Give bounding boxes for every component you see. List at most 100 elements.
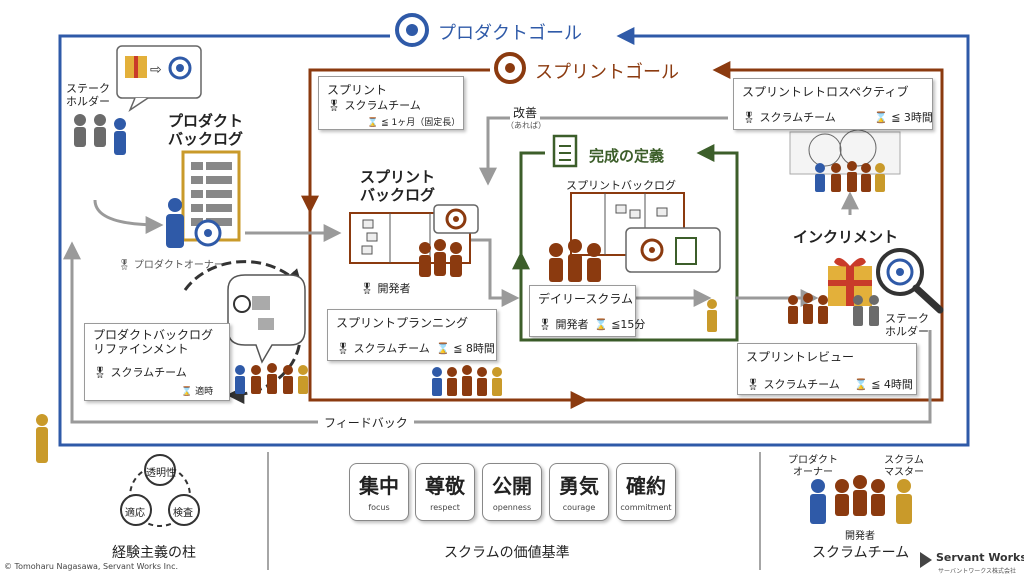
developers-caption-text: 開発者 [377,282,411,295]
team-badge-icon: 🎖 [93,366,107,379]
retrospective-box: スプリントレトロスペクティブ 🎖 スクラムチーム ⌛ ≦ 3時間 [733,78,933,130]
team-caption: スクラムチーム [812,545,910,561]
sprint-review-box: スプリントレビュー 🎖 スクラムチーム ⌛ ≦ 4時間 [737,343,917,395]
pillar-adaptation: 適応 [125,508,145,519]
sprint-box-title: スプリント [327,83,388,97]
developers-caption: 🎖 開発者 [360,280,410,296]
team-po-label: プロダクト オーナー [788,455,838,478]
pillar-transparency: 透明性 [146,468,176,479]
value-kanji: 確約 [626,474,666,498]
sprint-box-duration: ⌛ ≦ 1ヶ月（固定長） [367,115,460,128]
refinement-title: プロダクトバックログ リファインメント [93,328,214,356]
stakeholders-top-label: ステーク ホルダー [66,82,110,108]
daily-scrum-bubble [625,227,721,273]
feedback-label: フィードバック [318,414,414,431]
team-dev-label: 開発者 [845,531,875,542]
sprint-goal-target-icon [494,52,526,84]
value-card-openness: 公開 openness [482,463,542,521]
sprint-box-team: 🎖 スクラムチーム [327,97,421,113]
team-badge-icon: 🎖 [336,342,350,355]
values-caption: スクラムの価値基準 [444,545,570,561]
owner-badge-icon: 🎖 [118,260,131,271]
value-card-focus: 集中 focus [349,463,409,521]
stakeholder-speech-bubble: ⇨ [116,45,202,112]
dev-badge-icon: 🎖 [360,282,374,295]
svg-text:⇨: ⇨ [150,62,162,78]
retrospective-duration: ⌛ ≦ 3時間 [874,109,933,125]
servant-works-logo-mark [920,552,932,568]
definition-of-done-frame [512,144,739,342]
retrospective-team: 🎖 スクラムチーム [742,109,836,125]
product-goal-target-icon [395,13,429,47]
refinement-speech-bubble [227,274,306,364]
refinement-team-text: スクラムチーム [110,366,187,379]
improvement-label: 改善 [510,104,541,121]
retrospective-team-text: スクラムチーム [759,111,836,124]
review-duration: ⌛ ≦ 4時間 [854,376,913,392]
done-checklist-icon [552,134,578,168]
refinement-duration: ⌛ 適時 [181,384,213,397]
value-card-respect: 尊敬 respect [415,463,475,521]
people-figures [36,114,912,524]
daily-scrum-team-text: 開発者 [555,318,589,331]
refinement-cycle [183,260,303,405]
copyright: © Tomoharu Nagasawa, Servant Works Inc. [4,562,179,571]
value-en: courage [562,503,596,512]
magnifier-icon [876,248,944,314]
product-owner-caption: 🎖 プロダクトオーナー [118,256,224,271]
retrospective-duration-text: ≦ 3時間 [891,111,933,124]
refinement-team: 🎖 スクラムチーム [93,364,187,380]
pillar-inspection: 検査 [173,508,193,519]
inner-sprint-backlog-label: スプリントバックログ [566,179,676,192]
sprint-goal-label: スプリントゴール [531,58,683,84]
planning-duration-text: ≦ 8時間 [453,342,495,355]
value-en: focus [368,503,390,512]
team-badge-icon: 🎖 [746,378,760,391]
sprint-box-team-text: スクラムチーム [344,99,421,112]
value-card-courage: 勇気 courage [549,463,609,521]
planning-title: スプリントプランニング [336,316,469,330]
stakeholders-right-label: ステーク ホルダー [885,312,929,338]
hourglass-icon: ⌛ [367,118,379,128]
hourglass-icon: ⌛ [854,378,868,391]
improvement-sub-label: （あれば） [506,121,546,130]
product-owner-target-icon [194,219,222,247]
increment-gift-icon [828,257,872,306]
hourglass-icon: ⌛ [181,387,193,397]
value-en: commitment [620,503,672,512]
planning-team-text: スクラムチーム [353,342,430,355]
product-owner-caption-text: プロダクトオーナー [133,260,224,271]
review-team-text: スクラムチーム [763,378,840,391]
value-kanji: 集中 [359,474,399,498]
daily-scrum-box: デイリースクラム 🎖 開発者 ⌛ ≦15分 [529,285,645,337]
logo-name: Servant Works [936,551,1024,564]
refinement-box: プロダクトバックログ リファインメント 🎖 スクラムチーム ⌛ 適時 [84,323,230,401]
team-badge-icon: 🎖 [742,111,756,124]
value-en: respect [430,503,460,512]
sprint-planning-box: スプリントプランニング 🎖 スクラムチーム ⌛ ≦ 8時間 [327,309,497,361]
product-goal-label: プロダクトゴール [434,19,586,45]
refinement-duration-text: 適時 [195,387,214,397]
sprint-goal-frame [301,61,944,409]
value-en: openness [492,503,532,512]
pillars-caption: 経験主義の柱 [112,545,196,561]
review-duration-text: ≦ 4時間 [871,378,913,391]
hourglass-icon: ⌛ [436,342,450,355]
value-card-commitment: 確約 commitment [616,463,676,521]
sprint-backlog-label: スプリント バックログ [360,168,436,204]
review-title: スプリントレビュー [746,350,855,364]
daily-scrum-title: デイリースクラム [538,292,634,306]
sprint-box: スプリント 🎖 スクラムチーム ⌛ ≦ 1ヶ月（固定長） [318,76,464,130]
pillar-circles [120,454,200,526]
hourglass-icon: ⌛ [594,318,608,331]
dev-badge-icon: 🎖 [538,318,552,331]
daily-scrum-team: 🎖 開発者 [538,316,588,332]
product-goal-frame [58,27,970,447]
planning-duration: ⌛ ≦ 8時間 [436,340,495,356]
increment-label: インクリメント [793,228,899,246]
value-kanji: 公開 [492,474,532,498]
product-backlog-label: プロダクト バックログ [168,112,244,148]
retrospective-title: スプリントレトロスペクティブ [742,85,909,99]
planning-target-bubble [433,204,479,234]
